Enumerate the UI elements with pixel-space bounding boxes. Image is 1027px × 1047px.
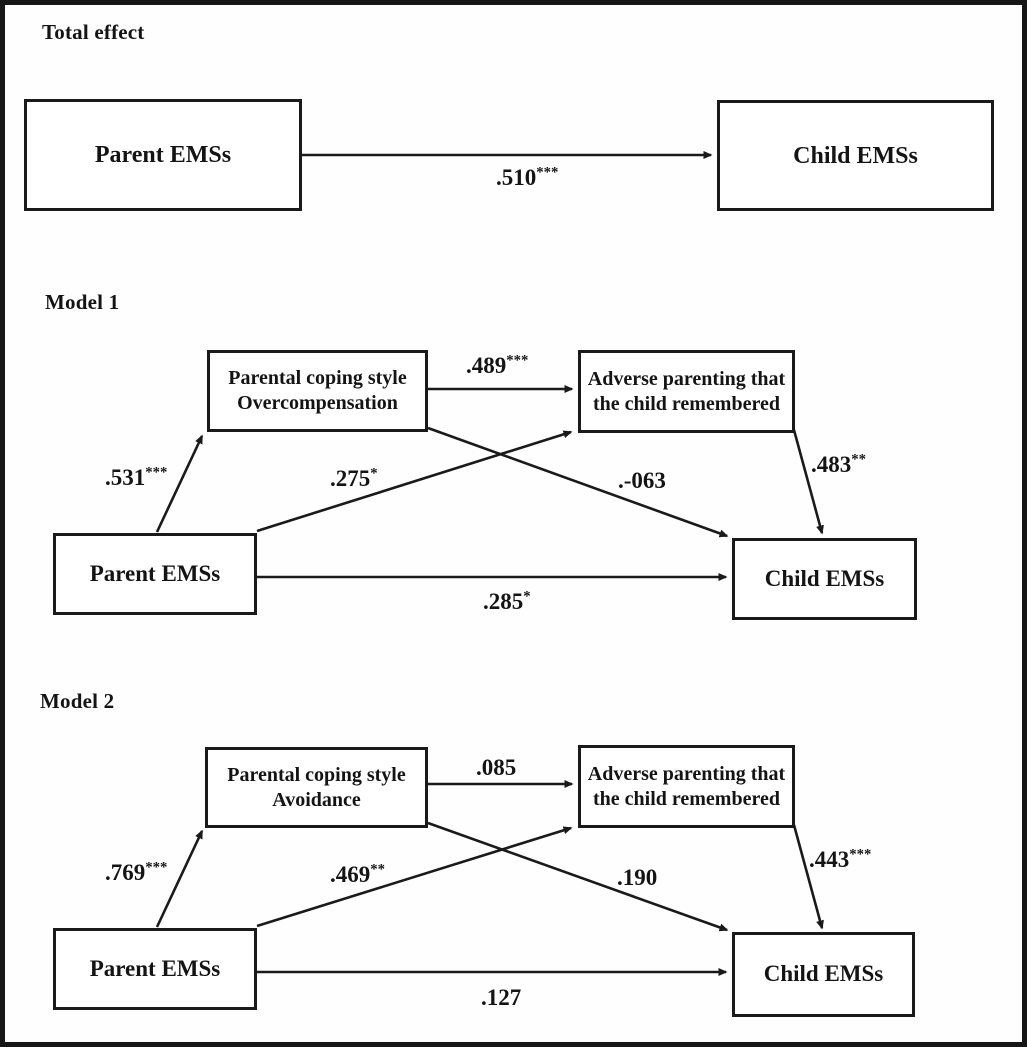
section-title-model-1: Model 1 xyxy=(45,290,120,314)
coef-m1-parent-to-mediator: .531*** xyxy=(105,464,168,490)
box-m1-child-ems: Child EMSs xyxy=(732,538,917,620)
box-total-child-ems: Child EMSs xyxy=(717,100,994,211)
coef-m2-parent-to-mediator: .769*** xyxy=(105,859,168,885)
box-label-line2: Avoidance xyxy=(272,788,361,811)
box-label: Parent EMSs xyxy=(89,560,221,586)
box-m2-adverse-parenting: Adverse parenting that the child remembe… xyxy=(578,745,795,828)
box-label-line1: Parental coping style xyxy=(227,763,406,786)
coef-m2-mediator-to-child: .190 xyxy=(617,865,658,890)
coef-m1-mediator-to-adverse: .489*** xyxy=(466,352,529,378)
box-label-line2: Overcompensation xyxy=(237,392,398,414)
coef-m2-adverse-to-child: .443*** xyxy=(809,846,872,872)
arrow-m2-adverse-to-child xyxy=(792,824,824,930)
box-label: Parent EMSs xyxy=(94,142,232,168)
arrow-m1-mediator-to-child xyxy=(427,426,729,538)
box-m2-child-ems: Child EMSs xyxy=(732,932,915,1017)
coef-total-parent-to-child: .510*** xyxy=(496,164,559,190)
coef-m1-parent-to-adverse: .275* xyxy=(330,465,378,491)
section-title-total-effect: Total effect xyxy=(42,20,145,44)
box-m2-parent-ems: Parent EMSs xyxy=(53,928,257,1010)
coef-m2-mediator-to-adverse: .085 xyxy=(476,755,517,780)
coef-m2-parent-to-adverse: .469** xyxy=(330,861,385,887)
coef-m1-adverse-to-child: .483** xyxy=(811,451,866,477)
box-m2-coping-avoidance: Parental coping style Avoidance xyxy=(205,747,428,828)
box-label-line1: Adverse parenting that xyxy=(587,762,786,785)
box-label-line1: Adverse parenting that xyxy=(587,367,786,390)
arrow-m2-mediator-to-child xyxy=(427,821,729,932)
coef-m2-parent-to-child: .127 xyxy=(481,985,522,1010)
box-label-line2: the child remembered xyxy=(592,392,780,415)
box-label: Child EMSs xyxy=(763,961,884,987)
box-total-parent-ems: Parent EMSs xyxy=(24,99,302,211)
box-label-line2: the child remembered xyxy=(592,787,780,810)
box-m1-adverse-parenting: Adverse parenting that the child remembe… xyxy=(578,350,795,433)
box-m1-parent-ems: Parent EMSs xyxy=(53,533,257,615)
arrow-m2-parent-to-adverse xyxy=(256,826,573,928)
box-label: Child EMSs xyxy=(793,142,918,169)
coef-m1-mediator-to-child: .-063 xyxy=(618,468,666,493)
box-label: Child EMSs xyxy=(764,565,885,591)
box-label-line1: Parental coping style xyxy=(228,367,407,389)
box-m1-coping-overcompensation: Parental coping style Overcompensation xyxy=(207,350,428,432)
arrow-m1-adverse-to-child xyxy=(792,429,824,535)
box-label: Parent EMSs xyxy=(89,955,221,981)
coef-m1-parent-to-child: .285* xyxy=(483,588,531,614)
arrow-m1-parent-to-adverse xyxy=(256,430,573,533)
section-title-model-2: Model 2 xyxy=(40,689,115,713)
